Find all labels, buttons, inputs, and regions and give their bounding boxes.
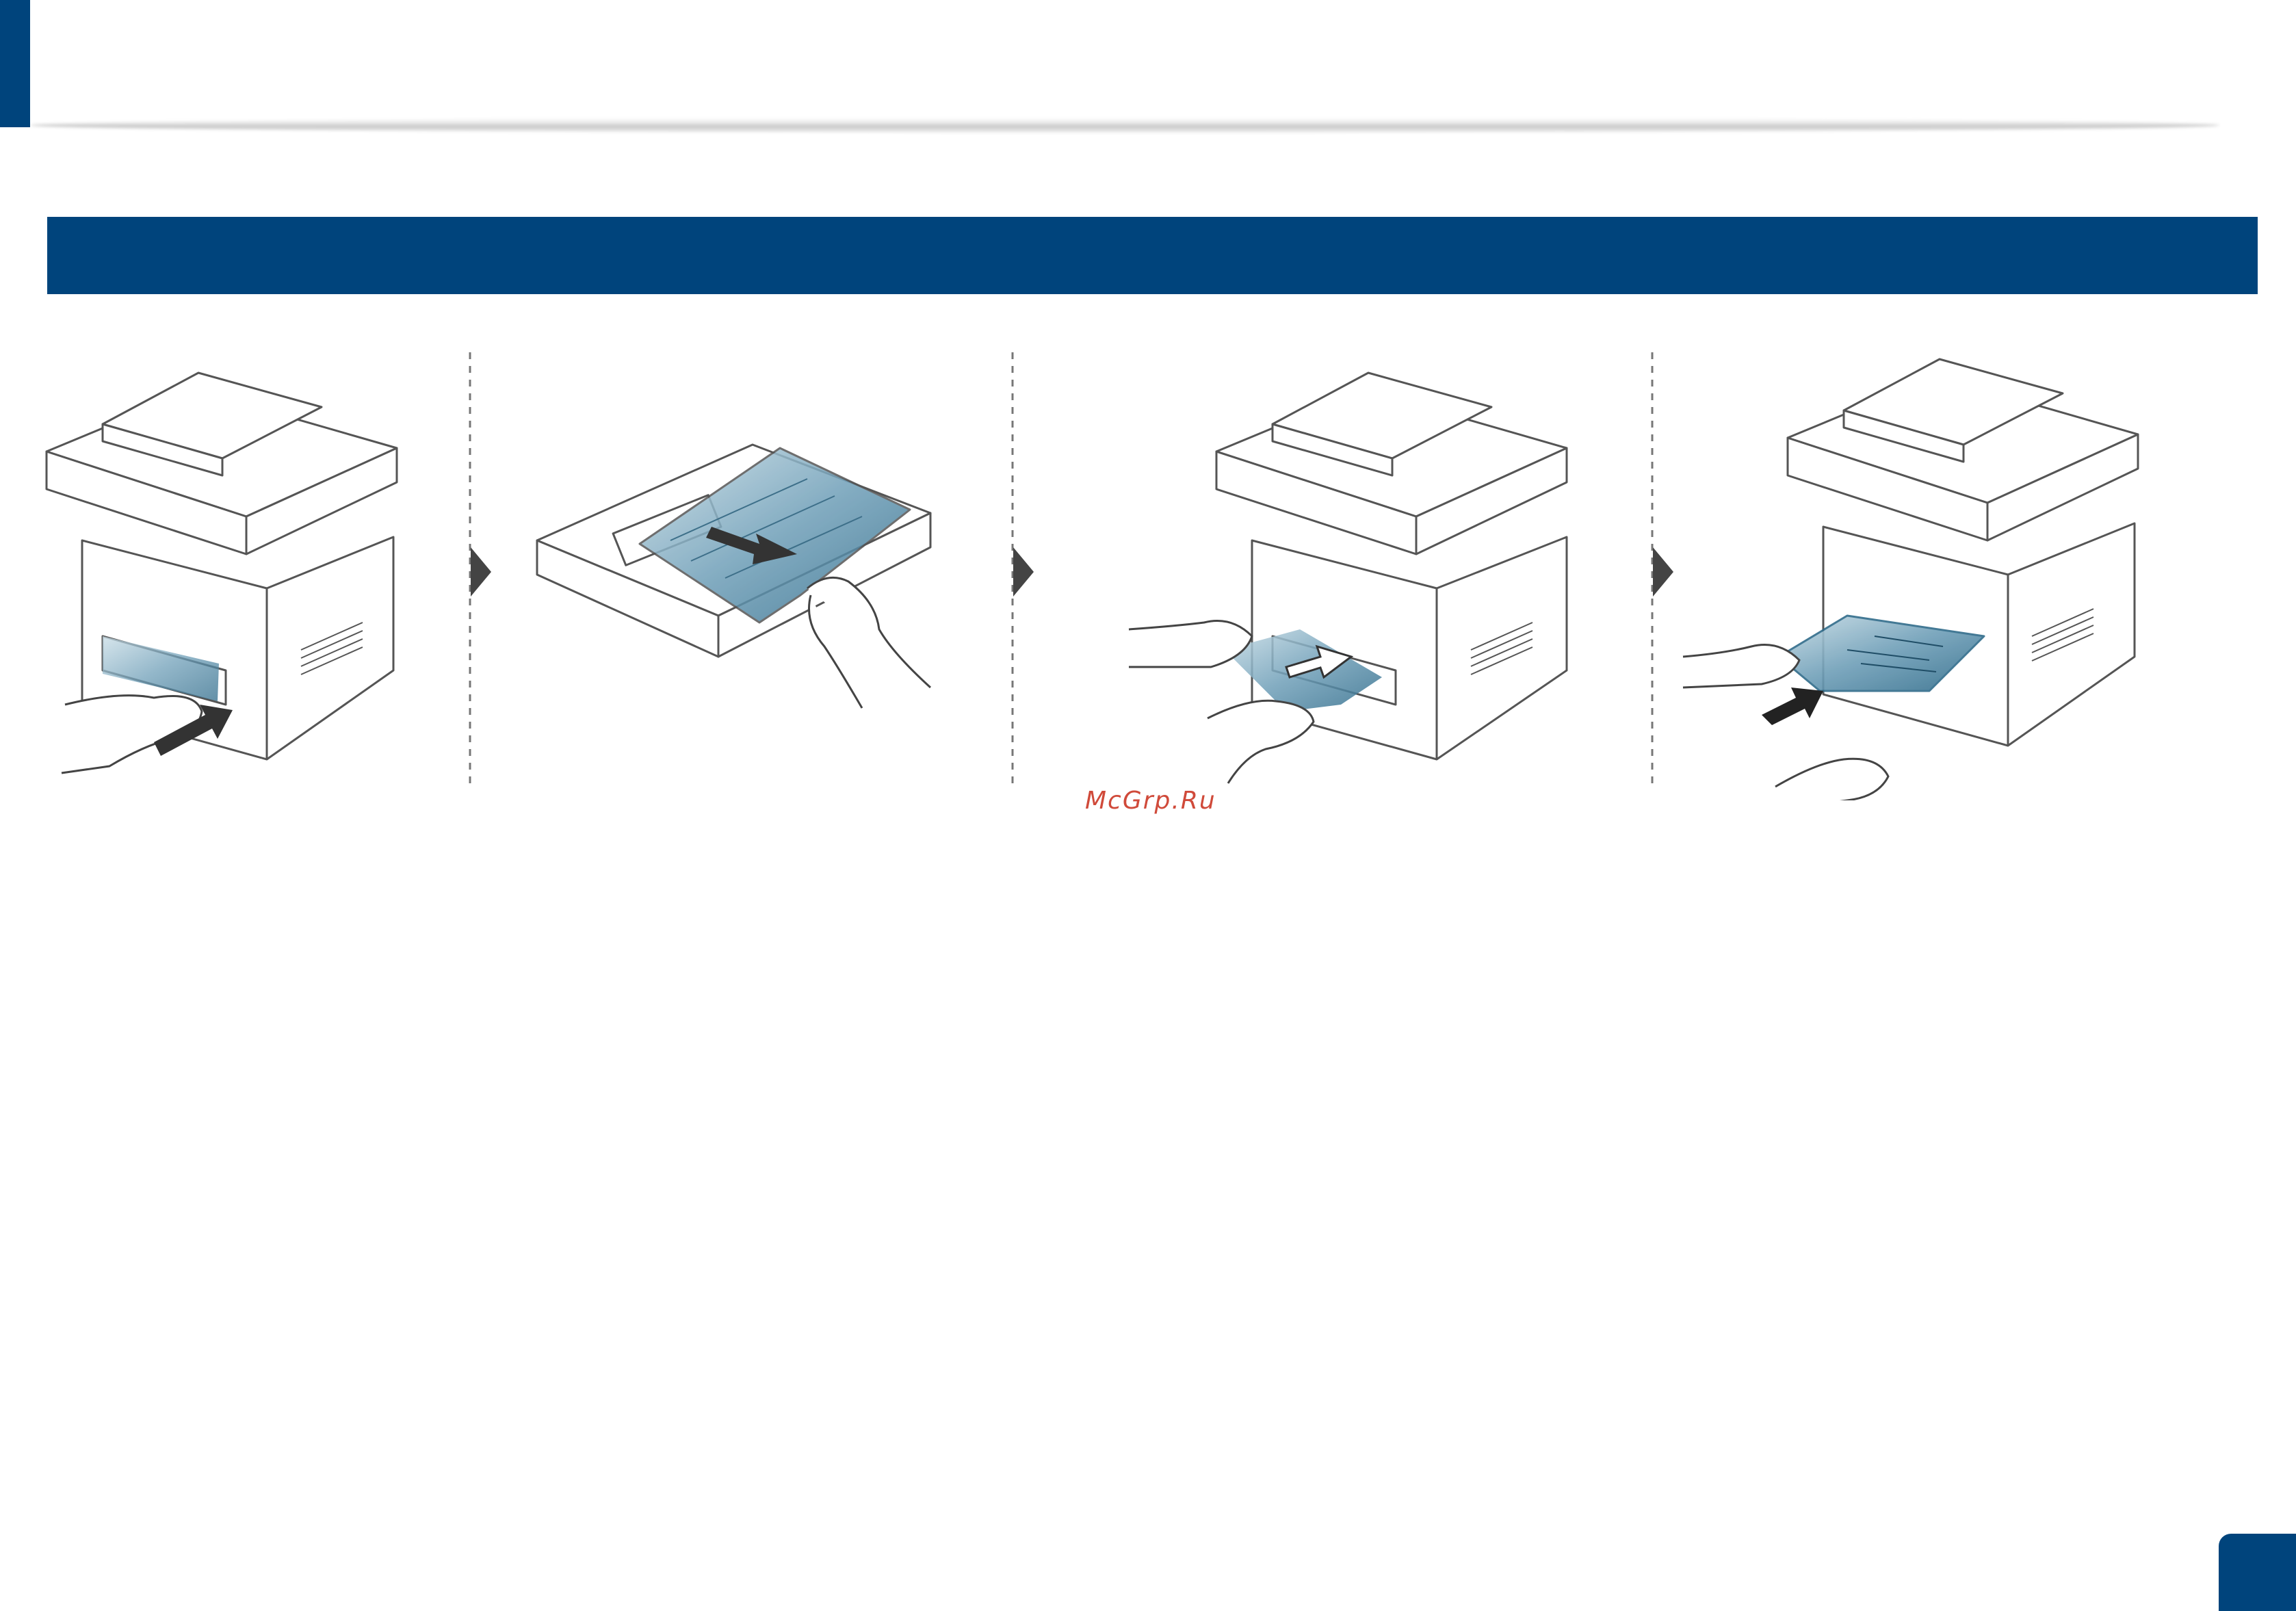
header-divider (30, 118, 2219, 133)
chapter-tab (0, 0, 30, 127)
hand-icon (1129, 621, 1252, 668)
hand-icon (1208, 700, 1314, 783)
section-title-bar (47, 217, 2258, 294)
next-step-arrow-icon (1653, 547, 1673, 597)
instruction-illustrations (0, 335, 2296, 800)
page-number-badge (2219, 1534, 2296, 1611)
hand-icon (1775, 759, 1888, 800)
watermark: McGrp.Ru (1085, 787, 1216, 815)
hand-icon (807, 577, 930, 708)
push-arrow-icon (1762, 687, 1823, 725)
next-step-arrow-icon (471, 547, 491, 597)
next-step-arrow-icon (1013, 547, 1034, 597)
hand-icon (1683, 645, 1799, 688)
